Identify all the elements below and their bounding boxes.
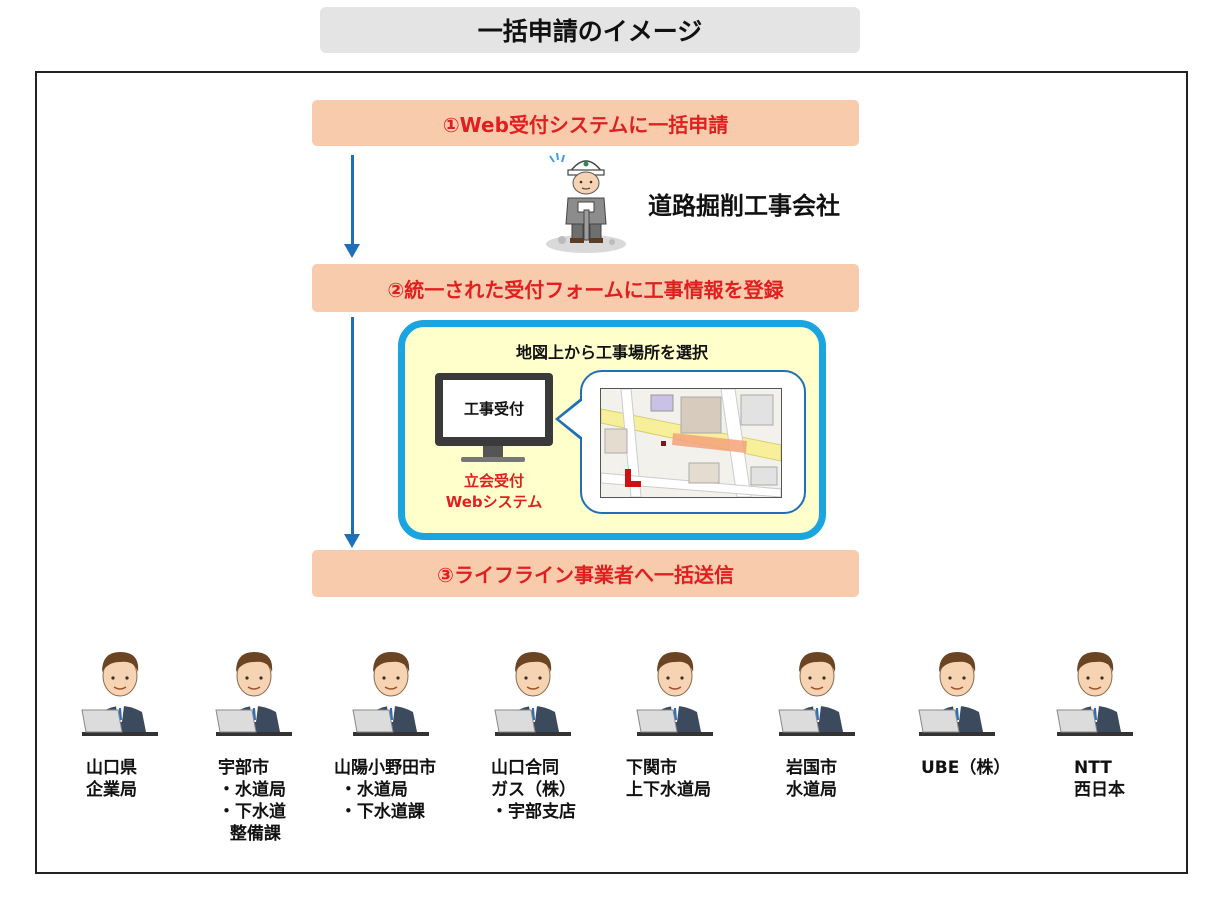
- map-thumbnail: [600, 388, 782, 498]
- operator-label-line: 岩国市: [786, 758, 837, 778]
- speech-bubble-tail-fill: [559, 400, 583, 438]
- page-title: 一括申請のイメージ: [320, 7, 860, 53]
- operator-label: 宇部市・水道局・下水道 整備課: [218, 757, 286, 845]
- operator-person-icon: [635, 640, 715, 740]
- diagram-frame: [35, 71, 1188, 874]
- operator-label-line: ・下水道: [218, 802, 286, 822]
- operator-label-line: 上下水道局: [626, 780, 711, 800]
- operator-label-line: 山口合同: [491, 758, 559, 778]
- flow-arrow-2: [351, 317, 354, 535]
- operator-person-icon: [917, 640, 997, 740]
- operator-label: 山口合同ガス（株）・宇部支店: [491, 757, 576, 823]
- system-label-line-1: 立会受付: [463, 472, 524, 490]
- monitor-icon: 工事受付: [435, 373, 553, 446]
- operator-person-icon: [214, 640, 294, 740]
- monitor-base: [461, 457, 525, 462]
- operator-label-line: ・水道局: [334, 780, 408, 800]
- web-system-panel: 地図上から工事場所を選択 工事受付 立会受付 Webシステム: [398, 320, 826, 540]
- flow-arrow-1: [351, 155, 354, 245]
- step-2-box: ②統一された受付フォームに工事情報を登録: [312, 264, 859, 312]
- operator-label-line: 宇部市: [218, 758, 269, 778]
- monitor-stand: [483, 446, 503, 458]
- operator-label-line: ガス（株）: [491, 780, 576, 800]
- operator-label-line: 山口県: [86, 758, 137, 778]
- panel-title: 地図上から工事場所を選択: [515, 343, 708, 362]
- step-3-box: ③ライフライン事業者へ一括送信: [312, 550, 859, 597]
- operator-label: 岩国市水道局: [786, 757, 837, 801]
- speech-bubble: [580, 370, 806, 514]
- operator-label: 山口県企業局: [86, 757, 137, 801]
- operator-label-line: NTT: [1074, 758, 1112, 778]
- operator-label-line: ・水道局: [218, 780, 286, 800]
- monitor-screen-text: 工事受付: [443, 380, 545, 437]
- operator-person-icon: [777, 640, 857, 740]
- map-image: [601, 389, 781, 497]
- operator-label: UBE（株）: [921, 757, 1010, 779]
- operator-label: 山陽小野田市 ・水道局 ・下水道課: [334, 757, 436, 823]
- operator-label-line: 水道局: [786, 780, 837, 800]
- system-label: 立会受付 Webシステム: [435, 471, 553, 513]
- operator-person-icon: [80, 640, 160, 740]
- flow-arrow-2-head: [344, 534, 360, 548]
- operator-person-icon: [1055, 640, 1135, 740]
- operator-label: 下関市上下水道局: [626, 757, 711, 801]
- operator-label-line: 整備課: [218, 824, 281, 844]
- operator-person-icon: [351, 640, 431, 740]
- operator-label-line: 下関市: [626, 758, 677, 778]
- operator-label-line: ・下水道課: [334, 802, 425, 822]
- flow-arrow-1-head: [344, 244, 360, 258]
- company-label: 道路掘削工事会社: [648, 192, 840, 220]
- operator-label-line: ・宇部支店: [491, 802, 576, 822]
- construction-worker-icon: [546, 152, 626, 253]
- step-1-box: ①Web受付システムに一括申請: [312, 100, 859, 146]
- operator-label-line: 山陽小野田市: [334, 758, 436, 778]
- operator-person-icon: [493, 640, 573, 740]
- operator-label-line: 企業局: [86, 780, 137, 800]
- operator-label-line: UBE（株）: [921, 758, 1011, 778]
- operator-label-line: 西日本: [1074, 780, 1125, 800]
- system-label-line-2: Webシステム: [445, 493, 543, 511]
